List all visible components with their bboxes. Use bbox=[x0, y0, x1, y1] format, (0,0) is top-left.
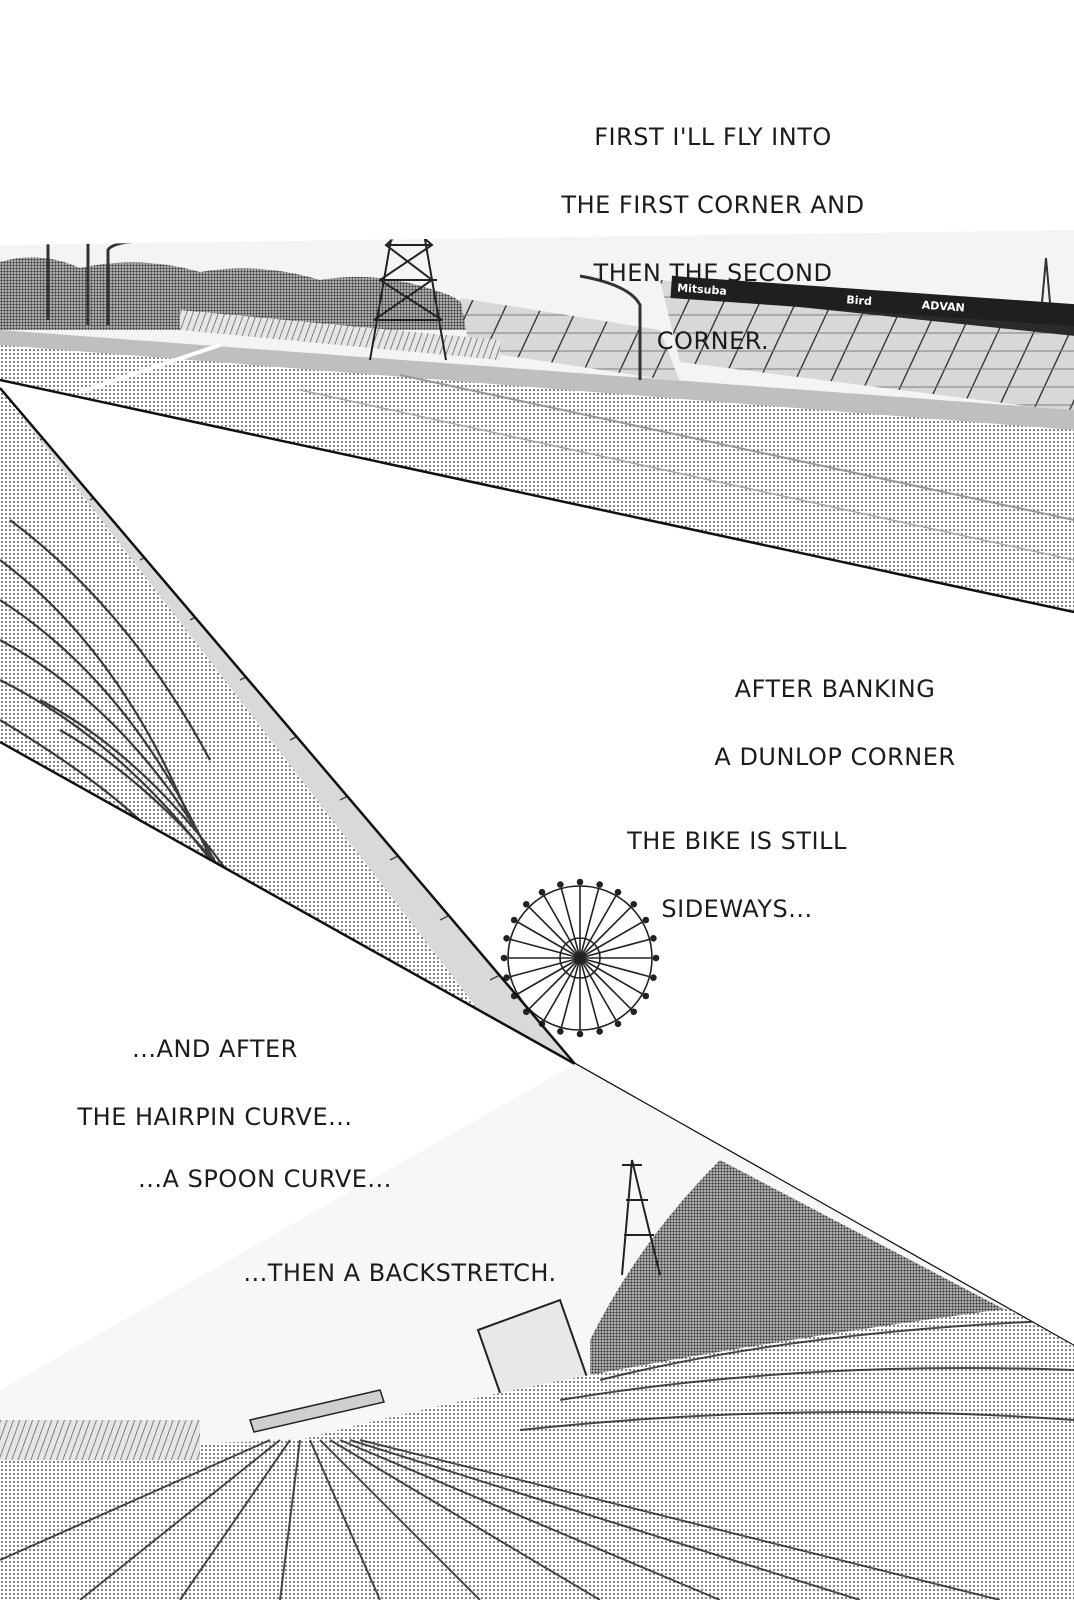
caption-sideways: THE BIKE IS STILL SIDEWAYS... bbox=[612, 790, 862, 960]
caption-line: AFTER BANKING bbox=[734, 675, 936, 703]
caption-line: ...AND AFTER bbox=[132, 1035, 298, 1063]
ferris-wheel bbox=[500, 878, 660, 1038]
caption-spoon: ...A SPOON CURVE... bbox=[130, 1128, 400, 1230]
caption-first-corner: FIRST I'LL FLY INTO THE FIRST CORNER AND… bbox=[548, 86, 878, 392]
caption-line: THE FIRST CORNER AND bbox=[561, 191, 865, 219]
caption-line: FIRST I'LL FLY INTO bbox=[594, 123, 832, 151]
caption-hairpin: ...AND AFTER THE HAIRPIN CURVE... bbox=[70, 998, 360, 1168]
caption-backstretch: ...THEN A BACKSTRETCH. bbox=[230, 1222, 570, 1324]
sponsor-sign: ADVAN bbox=[921, 298, 966, 314]
caption-line: A DUNLOP CORNER bbox=[714, 743, 956, 771]
caption-line: CORNER. bbox=[656, 327, 770, 355]
panel-main-straight bbox=[0, 230, 1074, 612]
caption-dunlop: AFTER BANKING A DUNLOP CORNER bbox=[700, 638, 970, 808]
caption-line: ...A SPOON CURVE... bbox=[138, 1165, 392, 1193]
caption-line: THE HAIRPIN CURVE... bbox=[77, 1103, 353, 1131]
caption-line: ...THEN A BACKSTRETCH. bbox=[243, 1259, 557, 1287]
sponsor-sign: Bird bbox=[846, 292, 873, 308]
caption-line: THE BIKE IS STILL bbox=[627, 827, 847, 855]
caption-line: SIDEWAYS... bbox=[661, 895, 813, 923]
sponsor-sign: Mitsuba bbox=[676, 280, 728, 298]
